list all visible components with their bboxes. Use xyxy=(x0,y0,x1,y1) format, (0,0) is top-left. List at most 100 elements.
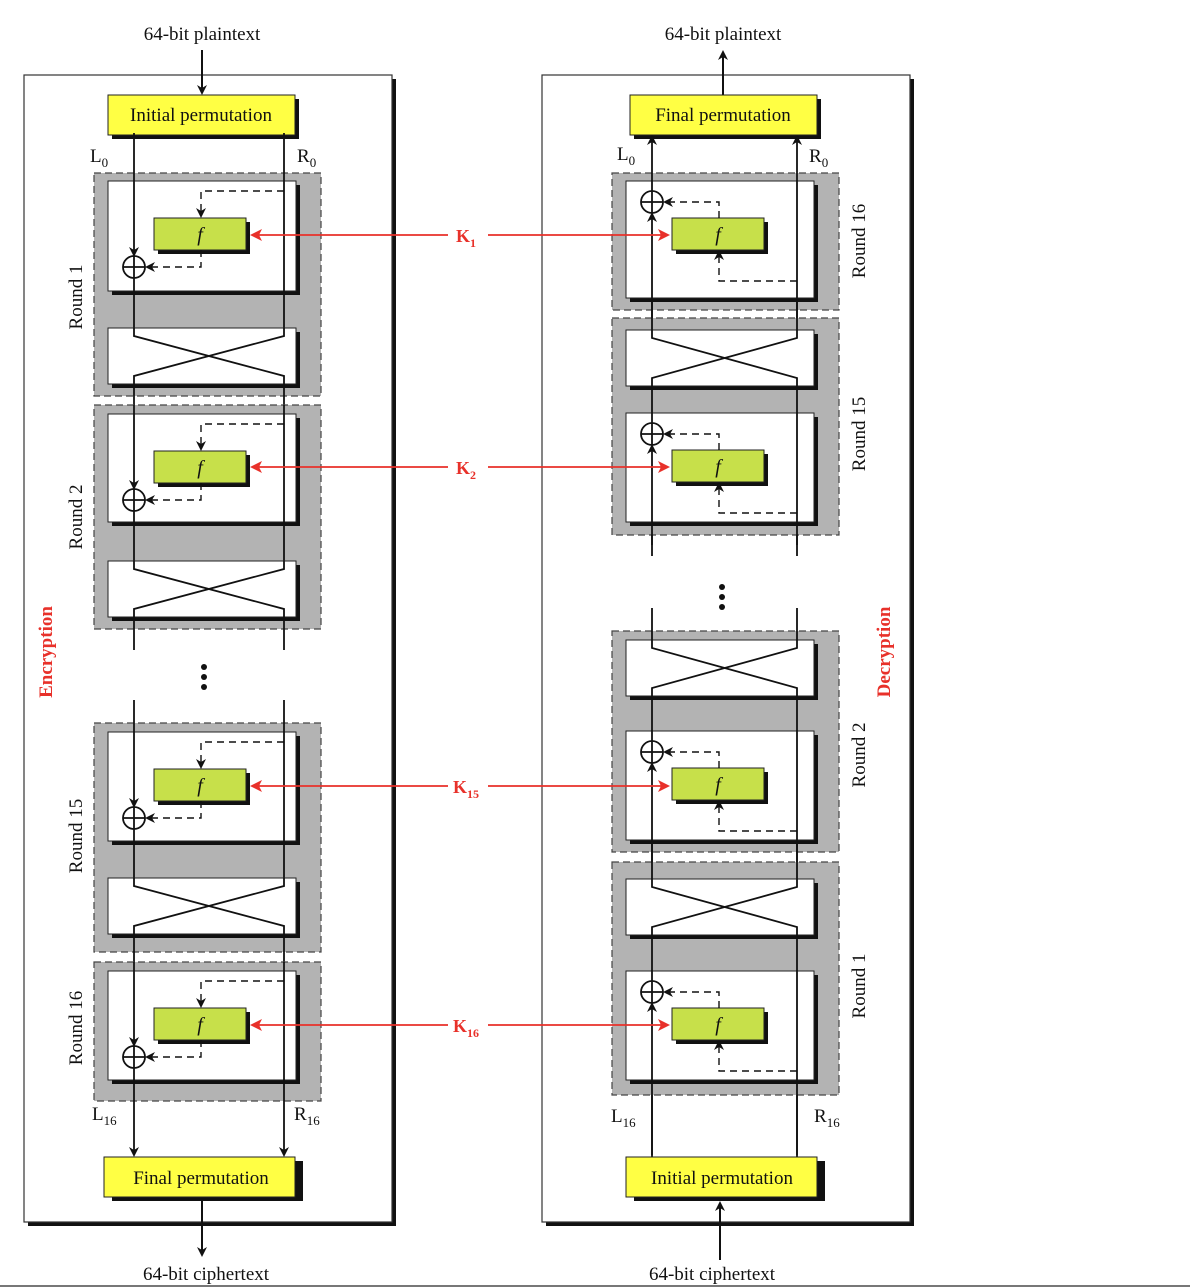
dashed-path xyxy=(663,429,720,450)
decryption-initial-permutation: Initial permutation xyxy=(625,1156,825,1201)
dashed-path xyxy=(714,482,797,514)
f-function-label: f xyxy=(197,775,205,797)
swap-box xyxy=(625,329,818,390)
swap-box xyxy=(625,878,818,939)
key-label: K2 xyxy=(456,458,476,482)
dashed-path xyxy=(145,801,202,823)
key-label: K16 xyxy=(453,1016,479,1040)
decryption-l16-label: L16 xyxy=(611,1106,636,1130)
decryption-output-label: 64-bit plaintext xyxy=(665,24,782,45)
encryption-l0-label: L0 xyxy=(90,146,108,170)
round-label: Round 1 xyxy=(849,954,870,1019)
f-function-box: f xyxy=(153,1007,250,1044)
swap-box xyxy=(107,560,300,621)
round-key: K1 xyxy=(250,226,670,250)
decryption-input-label: 64-bit ciphertext xyxy=(649,1264,776,1285)
round-key: K15 xyxy=(250,777,670,801)
xor-icon xyxy=(122,806,146,830)
swap-line xyxy=(651,330,798,386)
dashed-path xyxy=(196,980,284,1008)
swap-box xyxy=(107,877,300,938)
xor-icon xyxy=(640,980,664,1004)
decryption-top-permutation-label: Final permutation xyxy=(655,105,791,126)
round-label: Round 2 xyxy=(66,485,87,550)
round-key: K2 xyxy=(250,458,670,482)
encryption-top-permutation-label: Initial permutation xyxy=(130,105,272,126)
round-label: Round 2 xyxy=(849,723,870,788)
decryption-round: f Round 15 xyxy=(611,300,870,545)
round-label: Round 16 xyxy=(66,991,87,1065)
decryption-l0-label: L0 xyxy=(617,144,635,168)
decryption-bottom-permutation-label: Initial permutation xyxy=(651,1168,793,1189)
encryption-panel: 64-bit plaintext Initial permutation L0 … xyxy=(23,24,396,1285)
f-function-label: f xyxy=(715,774,723,796)
round-label: Round 15 xyxy=(66,799,87,873)
f-function-box: f xyxy=(153,450,250,487)
f-function-box: f xyxy=(671,449,768,486)
swap-box xyxy=(625,639,818,700)
f-function-label: f xyxy=(197,457,205,479)
encryption-input-label: 64-bit plaintext xyxy=(144,24,261,45)
encryption-output-label: 64-bit ciphertext xyxy=(143,1264,270,1285)
decryption-connectors xyxy=(651,535,798,1157)
key-label: K1 xyxy=(456,226,476,250)
round-key: K16 xyxy=(250,1016,670,1040)
dashed-path xyxy=(714,800,797,832)
f-function-box: f xyxy=(671,217,768,254)
dashed-path xyxy=(196,423,284,451)
encryption-l16-label: L16 xyxy=(92,1104,117,1128)
xor-icon xyxy=(122,488,146,512)
f-function-label: f xyxy=(197,1014,205,1036)
encryption-final-permutation: Final permutation xyxy=(103,1156,303,1201)
dashed-path xyxy=(145,1040,202,1062)
encryption-side-label: Encryption xyxy=(36,606,57,698)
f-function-box: f xyxy=(153,217,250,254)
dashed-path xyxy=(714,1040,797,1072)
decryption-final-permutation: Final permutation xyxy=(629,94,821,139)
f-function-box: f xyxy=(671,1007,768,1044)
key-label: K15 xyxy=(453,777,479,801)
f-function-box: f xyxy=(153,768,250,805)
decryption-r0-label: R0 xyxy=(809,146,828,170)
encryption-ellipsis xyxy=(201,664,207,690)
xor-icon xyxy=(640,190,664,214)
xor-icon xyxy=(640,740,664,764)
dashed-path xyxy=(196,741,284,769)
f-function-label: f xyxy=(715,456,723,478)
f-function-label: f xyxy=(197,224,205,246)
dashed-path xyxy=(714,250,797,282)
encryption-initial-permutation: Initial permutation xyxy=(107,94,299,139)
round-label: Round 16 xyxy=(849,204,870,278)
round-label: Round 15 xyxy=(849,397,870,471)
xor-icon xyxy=(122,1045,146,1069)
decryption-side-label: Decryption xyxy=(874,606,895,697)
encryption-round: f Round 16 xyxy=(66,961,322,1157)
f-function-label: f xyxy=(715,224,723,246)
swap-line xyxy=(133,878,285,934)
f-function-box: f xyxy=(671,767,768,804)
round-label: Round 1 xyxy=(66,265,87,330)
swap-line xyxy=(133,328,285,384)
swap-line xyxy=(651,879,798,935)
encryption-bottom-permutation-label: Final permutation xyxy=(133,1168,269,1189)
decryption-round: f Round 2 xyxy=(611,608,870,862)
swap-line xyxy=(133,561,285,617)
decryption-panel: 64-bit plaintext Final permutation L0 R0… xyxy=(541,24,914,1285)
xor-icon xyxy=(640,422,664,446)
xor-icon xyxy=(122,255,146,279)
dashed-path xyxy=(145,250,202,272)
dashed-path xyxy=(663,197,720,218)
dashed-path xyxy=(145,483,202,505)
encryption-r0-label: R0 xyxy=(297,146,316,170)
f-function-label: f xyxy=(715,1014,723,1036)
dashed-path xyxy=(663,747,720,768)
dashed-path xyxy=(663,987,720,1008)
decryption-ellipsis xyxy=(719,584,725,610)
decryption-round: f Round 16 xyxy=(611,135,870,320)
encryption-r16-label: R16 xyxy=(294,1104,320,1128)
